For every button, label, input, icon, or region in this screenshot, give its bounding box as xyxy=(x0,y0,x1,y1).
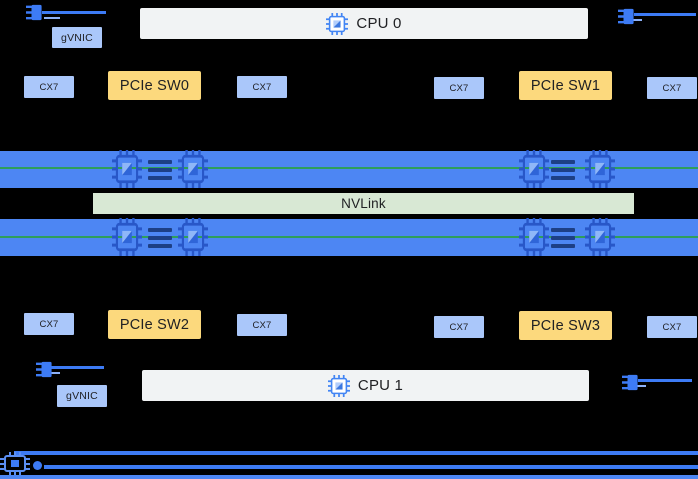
gvnic-label: gVNIC xyxy=(61,31,93,44)
cpu1-label: CPU 1 xyxy=(357,377,404,394)
gpu-ellipsis-dashes xyxy=(551,160,575,180)
pcie-sw3-box: PCIe SW3 xyxy=(519,311,612,340)
nic-sub-line xyxy=(44,17,60,19)
cx7-box: CX7 xyxy=(24,313,74,335)
nvlink-green-line xyxy=(0,236,698,238)
cx7-box: CX7 xyxy=(237,314,287,336)
network-chip-icon xyxy=(0,452,30,475)
cx7-label: CX7 xyxy=(662,82,682,94)
network-line xyxy=(14,451,698,455)
gpu-chip-icon xyxy=(585,150,615,188)
pcie-sw1-label: PCIe SW1 xyxy=(530,77,601,94)
gvnic-label: gVNIC xyxy=(66,390,98,402)
cx7-label: CX7 xyxy=(252,319,272,331)
gpu-chip-icon xyxy=(178,218,208,256)
network-node-dot xyxy=(33,461,42,470)
nic-icon xyxy=(26,3,48,22)
pcie-sw2-label: PCIe SW2 xyxy=(119,316,190,333)
nic-sub-line xyxy=(632,385,646,387)
nic-sub-line xyxy=(46,372,60,374)
gpu-chip-icon xyxy=(178,150,208,188)
pcie-sw0-label: PCIe SW0 xyxy=(119,77,190,94)
nic-icon xyxy=(36,360,58,379)
nic-link-line xyxy=(638,379,692,382)
cx7-label: CX7 xyxy=(39,81,59,93)
nic-link-line xyxy=(634,13,696,16)
gpu-ellipsis-dashes xyxy=(148,228,172,248)
cpu-chip-icon xyxy=(327,374,350,397)
gpu-ellipsis-dashes xyxy=(551,228,575,248)
cx7-label: CX7 xyxy=(252,81,272,93)
bottom-network-bar xyxy=(0,475,698,479)
nic-link-line xyxy=(50,366,104,369)
nic-icon xyxy=(622,373,644,392)
cpu0-box: CPU 0 xyxy=(140,8,588,39)
pcie-sw2-box: PCIe SW2 xyxy=(108,310,201,339)
nic-sub-line xyxy=(628,19,642,21)
cx7-label: CX7 xyxy=(662,321,682,333)
cx7-label: CX7 xyxy=(449,82,469,94)
gvnic-box: gVNIC xyxy=(57,385,107,407)
cpu0-label: CPU 0 xyxy=(356,15,402,32)
cx7-label: CX7 xyxy=(39,318,59,330)
nvlink-green-line xyxy=(0,167,698,169)
cpu-chip-icon xyxy=(326,12,349,35)
cx7-box: CX7 xyxy=(434,316,484,338)
gpu-chip-icon xyxy=(519,150,549,188)
nic-icon xyxy=(618,7,640,26)
gvnic-box: gVNIC xyxy=(52,27,102,48)
pcie-sw0-box: PCIe SW0 xyxy=(108,71,201,100)
gpu-ellipsis-dashes xyxy=(148,160,172,180)
gpu-chip-icon xyxy=(519,218,549,256)
gpu-chip-icon xyxy=(112,218,142,256)
cx7-box: CX7 xyxy=(647,316,697,338)
cx7-label: CX7 xyxy=(449,321,469,333)
pcie-sw1-box: PCIe SW1 xyxy=(519,71,612,100)
nic-link-line xyxy=(42,11,106,14)
nvlink-bar: NVLink xyxy=(93,193,634,214)
gpu-chip-icon xyxy=(112,150,142,188)
cx7-box: CX7 xyxy=(647,77,697,99)
cx7-box: CX7 xyxy=(434,77,484,99)
cx7-box: CX7 xyxy=(24,76,74,98)
cpu1-box: CPU 1 xyxy=(142,370,589,401)
pcie-sw3-label: PCIe SW3 xyxy=(530,317,601,334)
network-line xyxy=(44,465,698,469)
gpu-chip-icon xyxy=(585,218,615,256)
nvlink-label: NVLink xyxy=(341,196,386,211)
cx7-box: CX7 xyxy=(237,76,287,98)
